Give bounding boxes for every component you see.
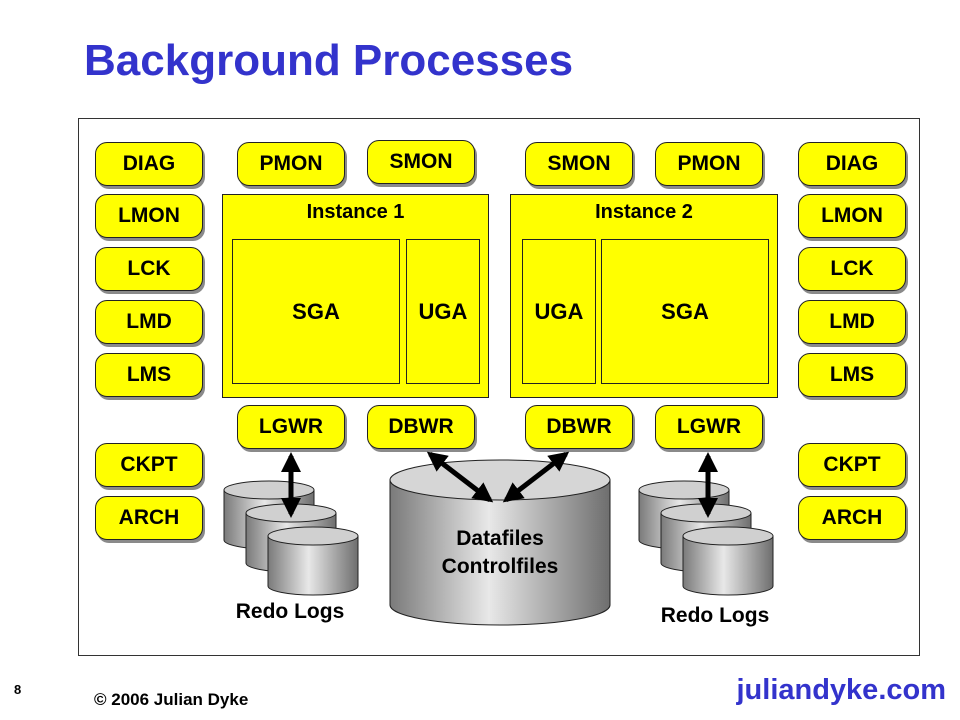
left-process-ckpt: CKPT — [95, 443, 203, 487]
instance2-uga: UGA — [522, 239, 596, 384]
copyright: © 2006 Julian Dyke — [94, 690, 249, 709]
right-process-arch: ARCH — [798, 496, 906, 540]
redo-logs-left-label: Redo Logs — [235, 600, 345, 623]
instance1-sga: SGA — [232, 239, 400, 384]
left-redo-log-3 — [267, 526, 359, 596]
controlfiles-label: Controlfiles — [441, 555, 559, 578]
right-process-diag: DIAG — [798, 142, 906, 186]
slide-title: Background Processes — [84, 36, 574, 85]
instance1-uga: UGA — [406, 239, 480, 384]
right-process-ckpt: CKPT — [798, 443, 906, 487]
instance2-box: Instance 2 UGA SGA — [510, 194, 778, 398]
instance1-smon: SMON — [367, 140, 475, 184]
right-process-lmon: LMON — [798, 194, 906, 238]
left-process-lmon: LMON — [95, 194, 203, 238]
redo-logs-right-label: Redo Logs — [660, 604, 770, 627]
site-name: juliandyke.com — [736, 674, 946, 706]
left-process-diag: DIAG — [95, 142, 203, 186]
left-process-arch: ARCH — [95, 496, 203, 540]
instance2-pmon: PMON — [655, 142, 763, 186]
datafiles-label: Datafiles — [456, 527, 544, 550]
instance1-label: Instance 1 — [306, 201, 405, 223]
left-process-lck: LCK — [95, 247, 203, 291]
arrow-dbwr1-datafiles — [426, 451, 494, 503]
instance2-label: Instance 2 — [595, 201, 693, 223]
left-process-lms: LMS — [95, 353, 203, 397]
right-process-lms: LMS — [798, 353, 906, 397]
instance1-box: Instance 1 SGA UGA — [222, 194, 489, 398]
instance2-sga: SGA — [601, 239, 769, 384]
instance2-smon: SMON — [525, 142, 633, 186]
right-redo-log-3 — [682, 526, 774, 596]
right-process-lck: LCK — [798, 247, 906, 291]
arrow-dbwr2-datafiles — [502, 451, 570, 503]
page-number: 8 — [14, 682, 22, 697]
instance2-lgwr: LGWR — [655, 405, 763, 449]
instance1-dbwr: DBWR — [367, 405, 475, 449]
instance1-pmon: PMON — [237, 142, 345, 186]
left-process-lmd: LMD — [95, 300, 203, 344]
right-process-lmd: LMD — [798, 300, 906, 344]
instance2-dbwr: DBWR — [525, 405, 633, 449]
instance1-lgwr: LGWR — [237, 405, 345, 449]
